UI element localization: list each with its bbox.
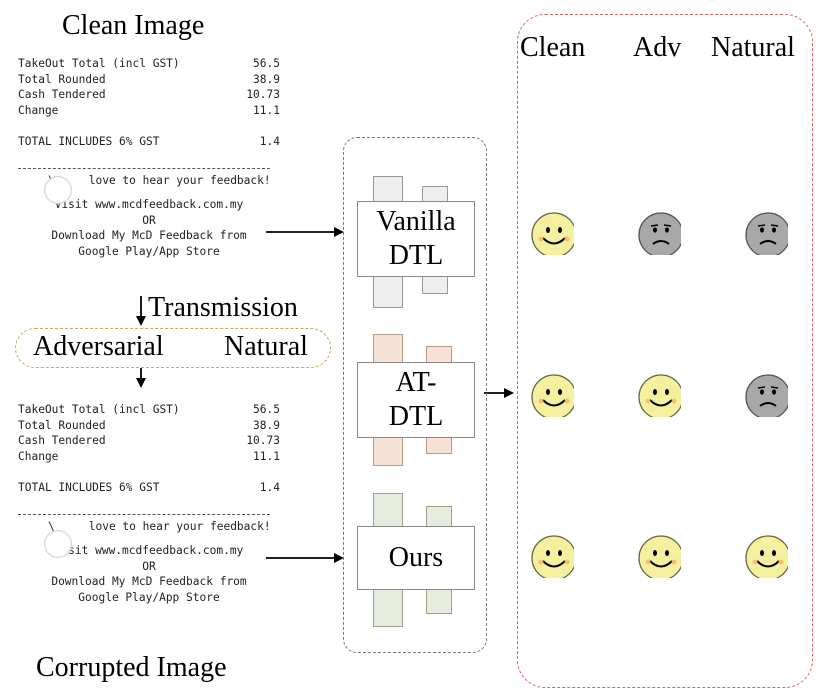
receipt-or: OR	[142, 559, 156, 573]
clean-receipt: TakeOut Total (incl GST)56.5 Total Round…	[18, 56, 280, 259]
vanilla-label-1: Vanilla	[376, 206, 456, 237]
happy-face-icon	[638, 374, 681, 417]
col-header-clean: Clean	[520, 32, 586, 63]
corrupted-receipt: TakeOut Total (incl GST)56.5 Total Round…	[18, 402, 280, 605]
receipt-visit: Visit www.mcdfeedback.com.my	[54, 198, 244, 211]
receipt-divider	[18, 167, 270, 169]
receipt-hole	[44, 176, 72, 204]
transmission-label: Transmission	[148, 292, 298, 323]
ours-label: Ours	[388, 542, 444, 573]
receipt-store: Google Play/App Store	[78, 590, 220, 604]
corrupted-image-title: Corrupted Image	[36, 652, 227, 683]
receipt-download: Download My McD Feedback from	[51, 575, 247, 588]
receipt-row: TakeOut Total (incl GST)56.5	[18, 57, 280, 70]
happy-face-icon	[531, 374, 574, 417]
receipt-feedback: \love to hear your feedback!	[48, 519, 271, 533]
sad-face-icon	[745, 374, 788, 417]
happy-face-icon	[745, 535, 788, 578]
corruption-type-box	[15, 328, 331, 368]
receipt-store: Google Play/App Store	[78, 244, 220, 258]
happy-face-icon	[531, 535, 574, 578]
natural-label: Natural	[224, 331, 308, 362]
happy-face-icon	[531, 212, 574, 255]
receipt-or: OR	[142, 213, 156, 227]
receipt-hole	[44, 530, 72, 558]
sad-face-icon	[638, 212, 681, 255]
clean-image-title: Clean Image	[62, 10, 205, 41]
sad-face-icon	[745, 212, 788, 255]
col-header-natural: Natural	[711, 32, 795, 63]
receipt-download: Download My McD Feedback from	[51, 229, 247, 242]
col-header-adv: Adv	[633, 32, 682, 63]
receipt-row: TakeOut Total (incl GST)56.5	[18, 403, 280, 416]
vanilla-dtl-module: Vanilla DTL	[357, 201, 475, 277]
at-dtl-module: AT- DTL	[357, 362, 475, 438]
results-panel	[517, 14, 813, 688]
vanilla-label-2: DTL	[388, 240, 444, 271]
models-panel	[343, 137, 487, 653]
at-label-1: AT-	[395, 367, 437, 398]
happy-face-icon	[638, 535, 681, 578]
transmission-arrow	[136, 296, 146, 326]
ours-module: Ours	[357, 526, 475, 590]
at-label-2: DTL	[388, 401, 444, 432]
down-arrow	[136, 368, 146, 388]
adversarial-label: Adversarial	[33, 331, 164, 362]
receipt-divider	[18, 513, 270, 515]
